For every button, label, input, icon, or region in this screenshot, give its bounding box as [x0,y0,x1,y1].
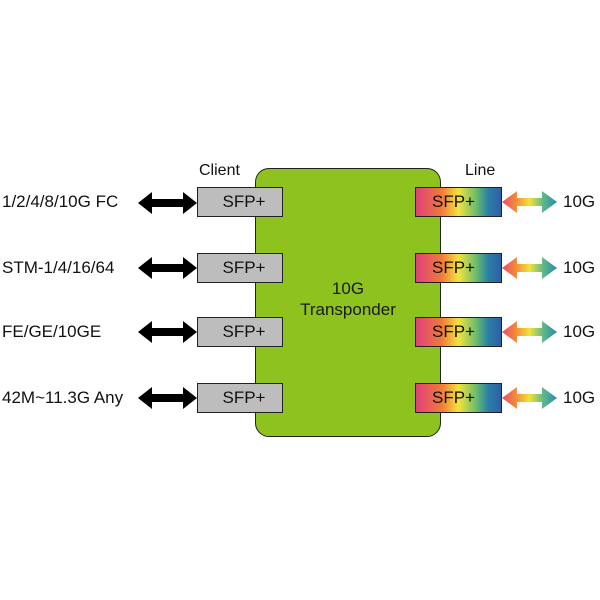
transponder-label-rate: 10G [331,279,365,298]
client-bidirectional-arrow-icon [138,192,197,214]
client-bidirectional-arrow-icon [138,387,197,409]
line-bidirectional-arrow-icon [502,191,557,213]
transponder-label: 10G Transponder [255,278,441,320]
client-service-label: 42M~11.3G Any [2,388,124,407]
line-rate-label: 10G [563,192,596,211]
line-sfp-module: SFP+ [415,187,502,217]
client-sfp-module: SFP+ [197,383,283,413]
client-sfp-module: SFP+ [197,253,283,283]
line-rate-label: 10G [563,388,596,407]
line-rate-label: 10G [563,322,596,341]
line-bidirectional-arrow-icon [502,257,557,279]
client-sfp-module: SFP+ [197,187,283,217]
line-bidirectional-arrow-icon [502,387,557,409]
client-header: Client [199,162,240,179]
client-service-label: 1/2/4/8/10G FC [2,192,119,211]
transponder-block [255,168,441,437]
client-service-label: FE/GE/10GE [2,322,102,341]
line-bidirectional-arrow-icon [502,321,557,343]
transponder-label-name: Transponder [300,300,396,319]
line-rate-label: 10G [563,258,596,277]
client-bidirectional-arrow-icon [138,257,197,279]
client-bidirectional-arrow-icon [138,321,197,343]
client-service-label: STM-1/4/16/64 [2,258,115,277]
client-sfp-module: SFP+ [197,317,283,347]
line-header: Line [465,162,496,179]
line-sfp-module: SFP+ [415,317,502,347]
line-sfp-module: SFP+ [415,253,502,283]
line-sfp-module: SFP+ [415,383,502,413]
